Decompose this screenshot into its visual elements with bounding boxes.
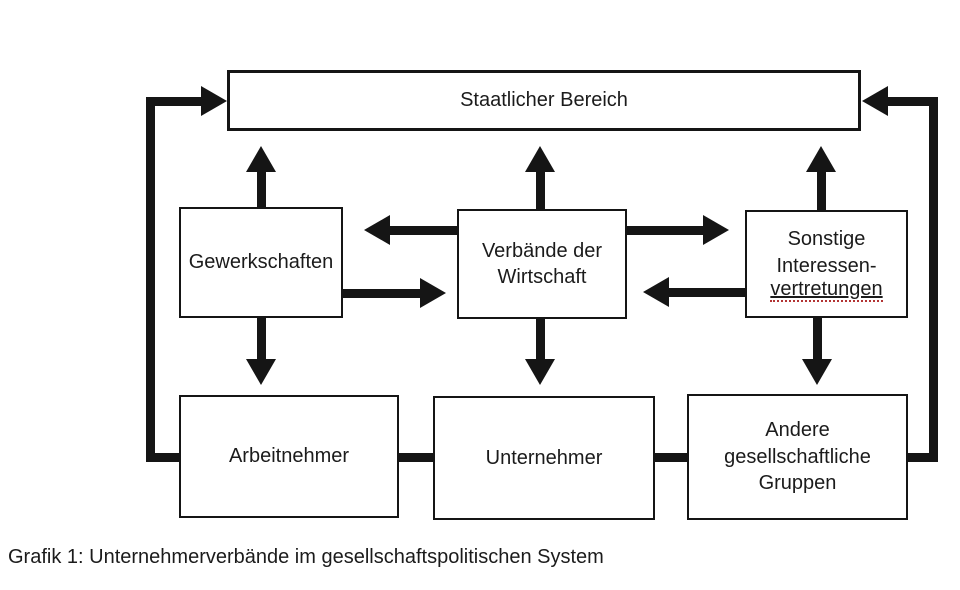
- figure-caption: Grafik 1: Unternehmerverbände im gesells…: [8, 546, 604, 568]
- arrowhead-up-icon: [806, 146, 836, 172]
- arrowhead-down-icon: [802, 359, 832, 385]
- box-unternehmer: Unternehmer: [433, 396, 655, 520]
- spellcheck-underline: vertretungen: [770, 277, 883, 302]
- box-gewerkschaften-label: Gewerkschaften: [188, 251, 334, 274]
- box-arbeitnehmer: Arbeitnehmer: [179, 395, 399, 518]
- box-sonstige-line-1: Sonstige: [787, 228, 866, 251]
- arrowhead-right-icon: [201, 86, 227, 116]
- box-arbeitnehmer-label: Arbeitnehmer: [228, 445, 350, 468]
- arrowhead-right-icon: [420, 278, 446, 308]
- box-unternehmer-label: Unternehmer: [485, 446, 603, 469]
- box-andere-line-3: Gruppen: [758, 472, 837, 495]
- connector-arbeitnehmer-unternehmer: [398, 453, 434, 462]
- arrowhead-right-icon: [703, 215, 729, 245]
- box-andere-line-1: Andere: [765, 419, 830, 442]
- arrowhead-down-icon: [246, 359, 276, 385]
- box-gewerkschaften: Gewerkschaften: [179, 207, 343, 318]
- box-sonstige-interessenvertretungen: Sonstige Interessen- vertretungen: [745, 210, 908, 318]
- connector-unternehmer-andere: [654, 453, 688, 462]
- box-sonstige-line-2: Interessen-: [776, 254, 877, 277]
- box-verbaende-line-2: Wirtschaft: [497, 266, 587, 288]
- arrowhead-left-icon: [643, 277, 669, 307]
- box-sonstige-line-3: vertretungen: [770, 277, 883, 300]
- arrowhead-down-icon: [525, 359, 555, 385]
- box-andere-gruppen: Andere gesellschaftliche Gruppen: [687, 394, 908, 520]
- arrowhead-left-icon: [364, 215, 390, 245]
- arrowhead-up-icon: [525, 146, 555, 172]
- box-staatlicher-label: Staatlicher Bereich: [460, 89, 628, 112]
- arrowhead-left-icon: [862, 86, 888, 116]
- box-staatlicher-bereich: Staatlicher Bereich: [227, 70, 861, 131]
- arrowhead-up-icon: [246, 146, 276, 172]
- box-andere-line-2: gesellschaftliche: [724, 445, 871, 468]
- box-verbaende-der-wirtschaft: Verbände der Wirtschaft: [457, 209, 627, 319]
- box-verbaende-line-1: Verbände der: [481, 239, 603, 262]
